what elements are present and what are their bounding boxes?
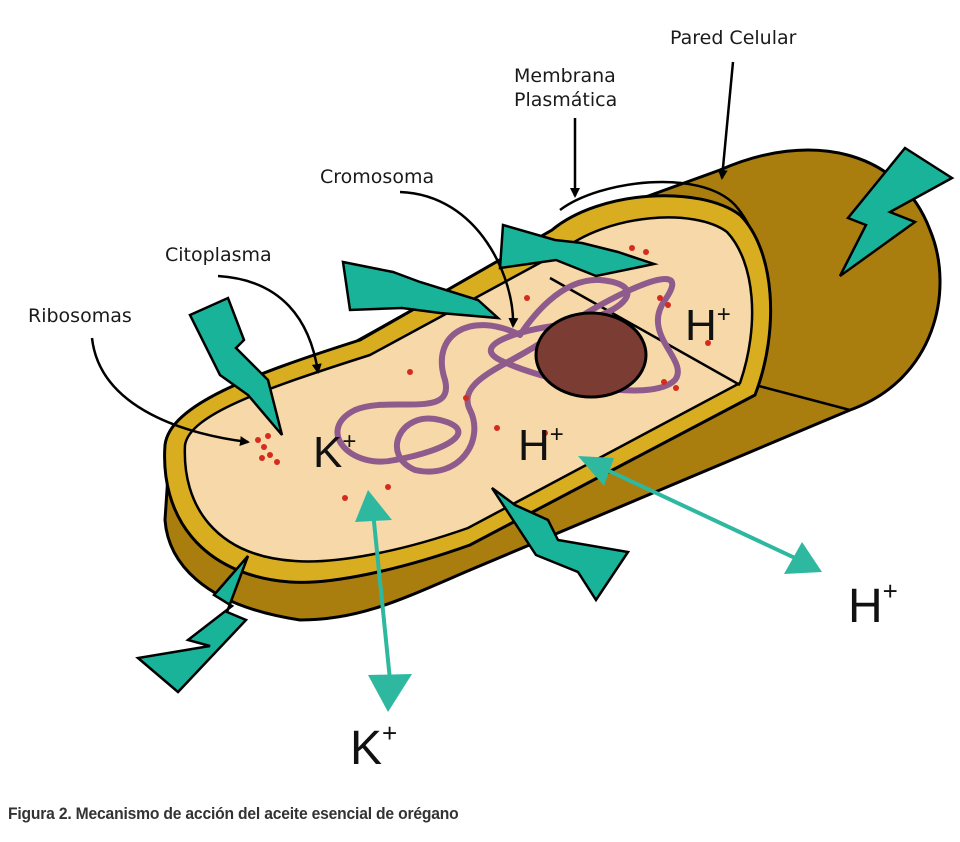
label-pared-celular: Pared Celular bbox=[670, 27, 797, 49]
lightning-bolt-icon bbox=[341, 260, 502, 320]
lightning-bolt-icon bbox=[188, 296, 284, 436]
labels: Pared Celular Membrana Plasmática Cromos… bbox=[28, 27, 797, 327]
arrow-icon bbox=[784, 542, 822, 574]
arrow-icon bbox=[368, 674, 412, 712]
lightning-bolt-icon bbox=[498, 223, 659, 278]
label-ribosomas: Ribosomas bbox=[28, 305, 132, 327]
arrow-icon bbox=[355, 490, 392, 522]
lightning-bolt-icon bbox=[490, 486, 631, 603]
lightning-bolt-icon bbox=[135, 555, 250, 694]
ion-flux-arrows bbox=[355, 456, 822, 712]
ribosomes bbox=[255, 245, 711, 501]
ion-k-inside: K+ bbox=[313, 428, 356, 477]
lightning-bolt-icon bbox=[838, 146, 955, 278]
chromosome bbox=[334, 276, 681, 475]
label-arrows bbox=[90, 61, 735, 447]
ion-h-inside-top: H+ bbox=[685, 301, 731, 350]
label-plasmatica: Plasmática bbox=[514, 89, 617, 111]
ions: H+ K+ H+ H+ K+ bbox=[313, 301, 898, 775]
label-citoplasma: Citoplasma bbox=[165, 244, 272, 266]
label-cromosoma: Cromosoma bbox=[320, 166, 434, 188]
arrow-icon bbox=[578, 456, 614, 486]
ion-h-outside: H+ bbox=[848, 576, 898, 633]
figure-caption: Figura 2. Mecanismo de acción del aceite… bbox=[8, 804, 459, 823]
ion-k-outside: K+ bbox=[350, 718, 397, 775]
ion-h-inside: H+ bbox=[518, 421, 564, 470]
label-membrana: Membrana bbox=[514, 65, 616, 87]
lightning-bolts bbox=[135, 146, 955, 694]
nucleoid bbox=[534, 311, 648, 399]
